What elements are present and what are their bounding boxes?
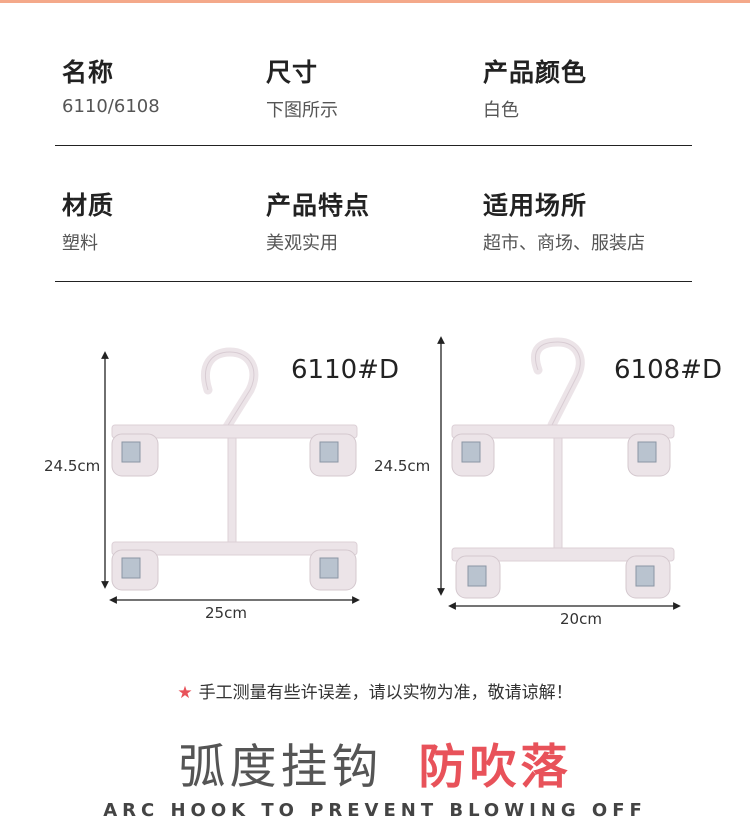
top-accent-bar: [0, 0, 750, 3]
hanger-clip: [309, 433, 357, 477]
spec-value-size: 下图所示: [266, 100, 338, 121]
headline-part1: 弧度挂钩: [178, 740, 383, 795]
spec-divider-top: [55, 145, 692, 146]
height-label-6110: 24.5cm: [44, 457, 101, 475]
hanger-center-post: [553, 437, 563, 554]
width-label-6108: 20cm: [560, 610, 602, 628]
measurement-note-text: 手工测量有些许误差，请以实物为准，敬请谅解！: [198, 683, 573, 703]
spec-value-material: 塑料: [62, 233, 98, 254]
hanger-bottom-bar: [451, 547, 675, 562]
hanger-clip: [627, 433, 671, 477]
hanger-bottom-bar: [111, 541, 358, 556]
measurement-note: ★手工测量有些许误差，请以实物为准，敬请谅解！: [0, 678, 750, 703]
hanger-clip: [111, 549, 159, 591]
hanger-diagram-6110: [101, 347, 360, 604]
spec-label-feature: 产品特点: [266, 191, 371, 220]
model-label-6108: 6108#D: [614, 355, 722, 385]
headline: 弧度挂钩防吹落: [0, 728, 750, 797]
spec-label-usage: 适用场所: [483, 191, 588, 220]
spec-value-usage: 超市、商场、服装店: [483, 233, 645, 254]
hanger-top-bar: [451, 424, 675, 439]
hanger-clip: [625, 555, 671, 599]
model-label-6110: 6110#D: [291, 355, 399, 385]
spec-label-size: 尺寸: [266, 58, 319, 87]
hanger-clip: [111, 433, 159, 477]
hanger-clip: [309, 549, 357, 591]
spec-value-name: 6110/6108: [62, 96, 160, 117]
hanger-center-post: [227, 437, 237, 551]
width-label-6110: 25cm: [205, 604, 247, 622]
height-label-6108: 24.5cm: [374, 457, 431, 475]
spec-label-name: 名称: [62, 58, 115, 87]
hanger-diagram-6108: [437, 336, 681, 610]
spec-label-color: 产品颜色: [483, 58, 588, 87]
headline-part2: 防吹落: [418, 740, 572, 795]
spec-label-material: 材质: [62, 191, 115, 220]
star-icon: ★: [177, 683, 193, 703]
hanger-clip: [451, 433, 495, 477]
hanger-clip: [455, 555, 501, 599]
hanger-hook: [201, 347, 259, 435]
spec-value-feature: 美观实用: [266, 233, 338, 254]
spec-value-color: 白色: [483, 100, 519, 121]
subheadline: ARC HOOK TO PREVENT BLOWING OFF: [103, 800, 647, 821]
spec-divider-bottom: [55, 281, 692, 282]
